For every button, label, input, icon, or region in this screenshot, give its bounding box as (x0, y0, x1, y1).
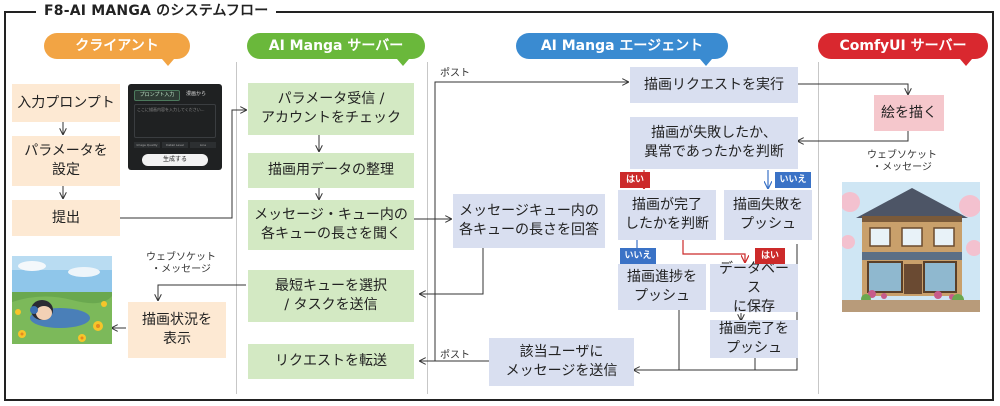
option-button: Line (190, 142, 216, 148)
client-app-screenshot: プロンプト入力 漫画から ここに描画内容を入力してください... Image Q… (128, 84, 222, 170)
lane-label-comfy: ComfyUI サーバー (818, 33, 988, 66)
lane-divider (427, 62, 428, 394)
option-button: Detail Level (162, 142, 188, 148)
ask-queue-length-box: メッセージ・キュー内の 各キューの長さを聞く (248, 200, 414, 250)
lane-divider (818, 62, 819, 394)
yes-tag: はい (755, 248, 785, 264)
receive-params-box: パラメータ受信 / アカウントをチェック (248, 83, 414, 135)
lane-label-agent: AI Manga エージェント (516, 33, 728, 66)
organize-data-box: 描画用データの整理 (248, 153, 414, 188)
yes-tag: はい (620, 172, 650, 188)
post-label-top: ポスト (440, 68, 470, 79)
client-websocket-label: ウェブソケット ・メッセージ (146, 252, 216, 275)
lane-divider (236, 62, 237, 394)
diagram-title: F8-AI MANGA のシステムフロー (36, 2, 277, 20)
check-failure-box: 描画が失敗したか、 異常であったかを判断 (630, 117, 798, 169)
push-failure-box: 描画失敗を プッシュ (724, 190, 812, 240)
submit-box: 提出 (12, 200, 120, 236)
forward-request-box: リクエストを転送 (248, 344, 414, 379)
comfy-result-image (842, 182, 980, 312)
push-complete-box: 描画完了を プッシュ (710, 320, 798, 358)
mode-chip: 漫画から (186, 91, 207, 97)
send-user-message-box: 該当ユーザに メッセージを送信 (489, 338, 634, 386)
set-params-box: パラメータを 設定 (12, 136, 120, 186)
push-progress-box: 描画進捗を プッシュ (618, 264, 706, 310)
choose-queue-box: 最短キューを選択 / タスクを送信 (248, 270, 414, 322)
draw-picture-box: 絵を描く (874, 95, 944, 131)
prompt-textarea: ここに描画内容を入力してください... (134, 104, 216, 138)
save-database-box: データベース に保存 (710, 261, 798, 315)
post-label-bottom: ポスト (440, 350, 470, 361)
prompt-input-chip: プロンプト入力 (134, 90, 180, 101)
comfy-websocket-label: ウェブソケット ・メッセージ (867, 150, 937, 173)
option-button: Image Quality (134, 142, 160, 148)
shop-street-illustration (842, 182, 980, 312)
diagram-frame (4, 11, 994, 401)
execute-request-box: 描画リクエストを実行 (630, 67, 798, 103)
client-result-image (12, 256, 112, 344)
generate-button: 生成する (142, 154, 208, 166)
option-buttons-row: Image Quality Detail Level Line (134, 142, 216, 148)
show-status-box: 描画状況を 表示 (128, 302, 226, 358)
judge-complete-box: 描画が完了 したかを判断 (618, 190, 716, 240)
answer-queue-length-box: メッセージキュー内の 各キューの長さを回答 (453, 194, 605, 248)
no-tag: いいえ (620, 248, 656, 264)
input-prompt-box: 入力プロンプト (12, 84, 120, 122)
reclining-girl-illustration (12, 256, 112, 344)
lane-label-client: クライアント (44, 33, 190, 66)
lane-label-server: AI Manga サーバー (247, 33, 425, 66)
no-tag: いいえ (775, 172, 811, 188)
